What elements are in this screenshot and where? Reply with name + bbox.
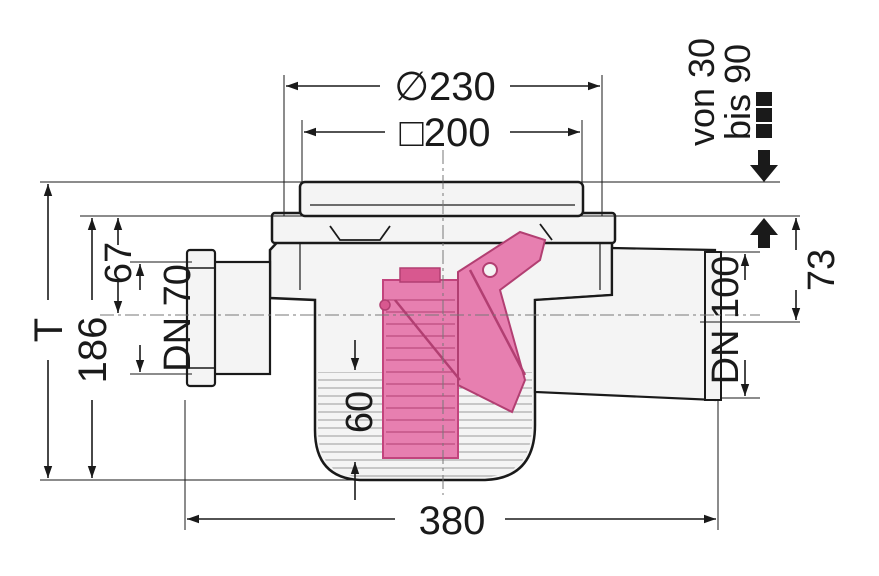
dim-outlet-offset: 73 [801,249,843,291]
dimension-labels: ∅230 □200 von 30 bis 90 T 186 67 DN 70 7… [27,38,843,543]
dim-inlet-dn: DN 70 [157,264,199,372]
inlet-sleeve [185,248,217,388]
inlet-pipe [185,248,272,388]
arrow-down-icon [750,150,778,182]
dimension-lines [43,81,801,524]
center-lines [100,150,760,495]
dim-inlet-offset: 67 [98,242,140,284]
dim-height-to: bis 90 [717,44,758,140]
trap-flap-arm [457,230,547,414]
odour-trap-insert [379,230,547,459]
height-range-arrows [750,92,778,248]
arrow-up-icon [750,218,778,248]
outlet-sleeve [704,251,722,401]
trap-pivot [482,262,498,278]
extension-lines [40,75,800,530]
dim-total-height-symbol: T [27,318,71,342]
dim-water-seal: 60 [339,391,381,433]
dim-overall-length: 380 [419,499,486,543]
trap-linkage [394,269,527,381]
trap-ribs [386,299,455,445]
outlet-pipe [533,246,722,402]
housing-inner-line [299,240,601,290]
trap-hood [399,267,441,283]
dim-total-height: 186 [71,317,115,384]
grate-clip-left [329,225,391,241]
grate-cover [298,180,585,218]
trap-body [382,279,459,459]
height-range-block [756,92,772,138]
dim-frame-square: □200 [400,111,491,155]
grate-clip-right [539,223,553,241]
dim-outlet-dn: DN 100 [705,256,747,385]
dim-outer-diameter: ∅230 [394,65,496,109]
dim-height-from: von 30 [681,38,722,146]
